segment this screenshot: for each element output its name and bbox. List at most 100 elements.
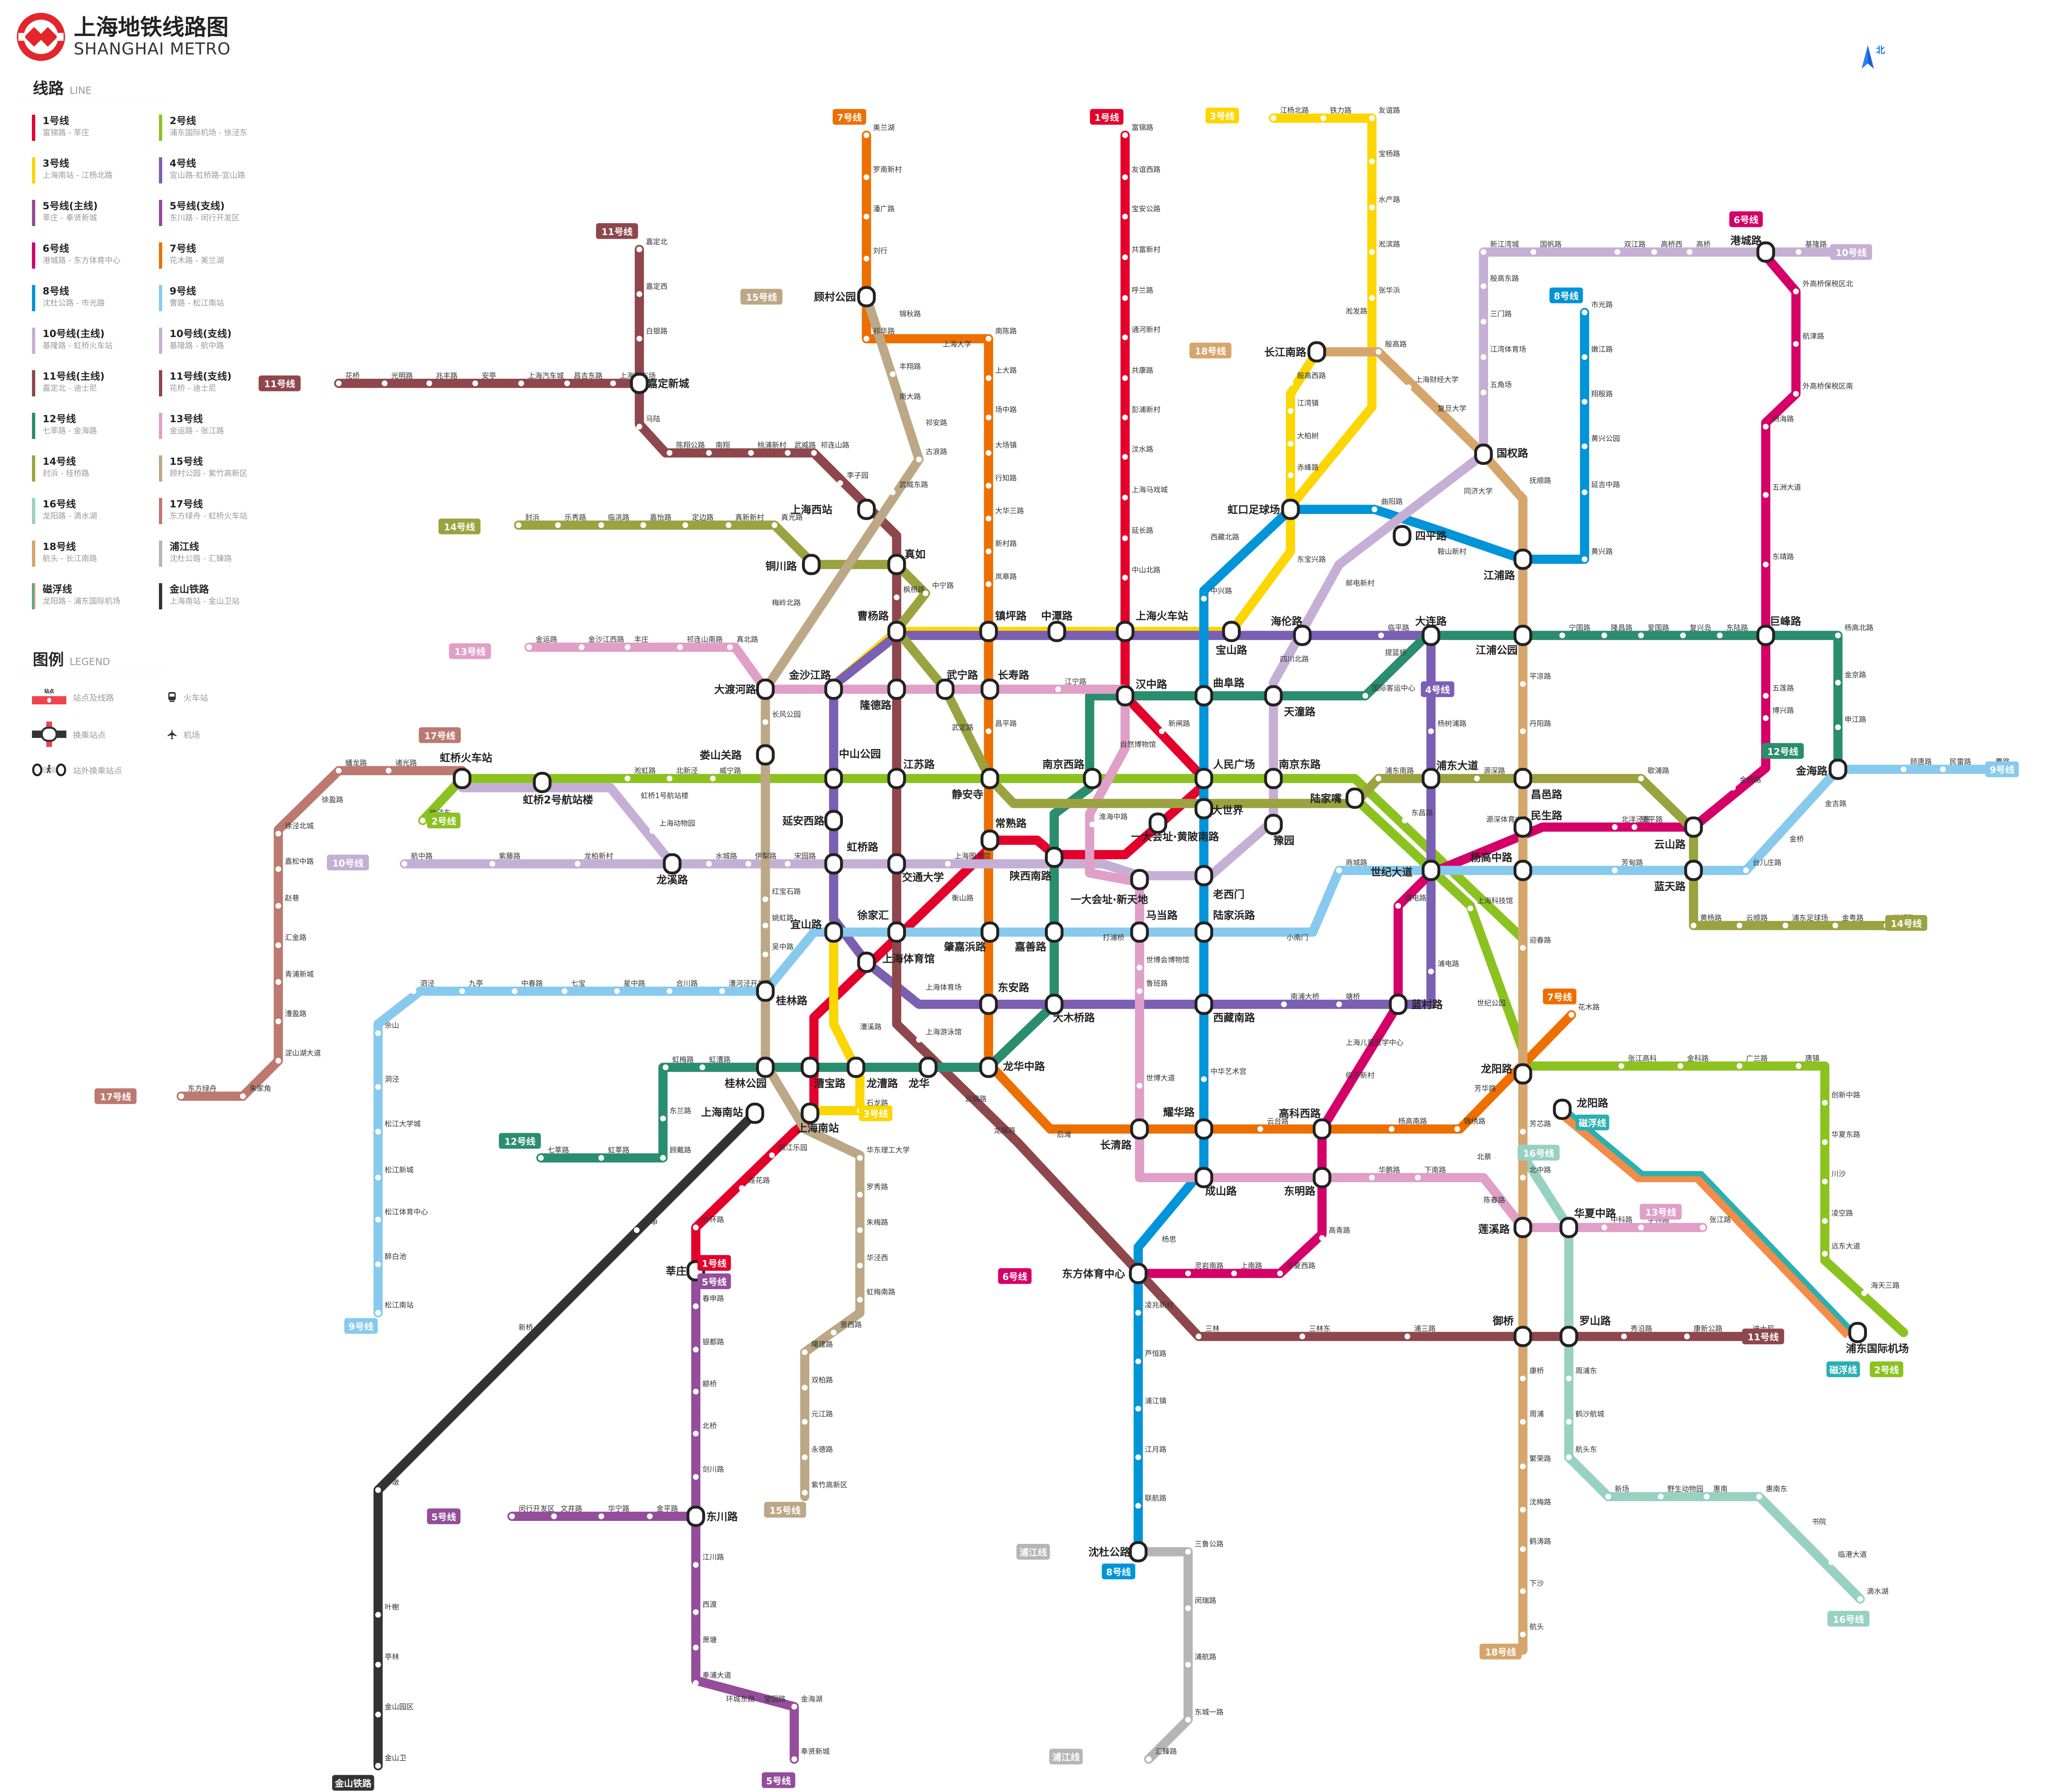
station-dot[interactable] xyxy=(1369,249,1375,255)
station-dot[interactable] xyxy=(1612,867,1618,873)
station-dot[interactable] xyxy=(472,380,478,387)
station-dot[interactable] xyxy=(942,903,948,909)
station-dot[interactable] xyxy=(1467,1008,1473,1014)
station-dot[interactable] xyxy=(1454,1126,1460,1132)
legend-line-item[interactable]: 11号线(支线)花桥 - 迪士尼 xyxy=(159,370,286,396)
station-dot[interactable] xyxy=(660,1115,666,1122)
station-dot[interactable] xyxy=(785,861,791,867)
interchange-station[interactable] xyxy=(1513,768,1532,790)
metro-line-L10[interactable] xyxy=(457,247,1836,880)
interchange-station[interactable] xyxy=(1116,685,1135,707)
station-dot[interactable] xyxy=(985,728,992,734)
station-dot[interactable] xyxy=(1480,249,1486,255)
station-dot[interactable] xyxy=(1743,867,1749,873)
station-dot[interactable] xyxy=(312,804,318,810)
legend-line-item[interactable]: 5号线(支线)东川路 - 闵行开发区 xyxy=(159,200,286,226)
station-dot[interactable] xyxy=(1520,1174,1526,1181)
station-dot[interactable] xyxy=(942,732,948,738)
station-dot[interactable] xyxy=(863,174,870,180)
station-dot[interactable] xyxy=(1428,413,1434,419)
station-dot[interactable] xyxy=(636,423,642,430)
station-dot[interactable] xyxy=(1704,1493,1710,1500)
interchange-station[interactable] xyxy=(1756,624,1775,646)
legend-line-item[interactable]: 12号线七莘路 - 金海路 xyxy=(32,413,159,439)
station-dot[interactable] xyxy=(1336,1001,1342,1007)
interchange-station[interactable] xyxy=(1194,798,1213,819)
station-dot[interactable] xyxy=(785,450,791,456)
station-dot[interactable] xyxy=(1822,1179,1828,1185)
line-badge[interactable] xyxy=(1101,1563,1135,1579)
legend-line-item[interactable]: 17号线东方绿舟 - 虹桥火车站 xyxy=(159,498,286,524)
station-dot[interactable] xyxy=(1122,295,1128,301)
station-dot[interactable] xyxy=(666,776,673,782)
station-dot[interactable] xyxy=(1520,1129,1526,1135)
station-dot[interactable] xyxy=(625,776,631,782)
station-dot[interactable] xyxy=(538,1155,544,1161)
legend-line-item[interactable]: 磁浮线龙阳路 - 浦东国际机场 xyxy=(32,583,159,609)
station-dot[interactable] xyxy=(857,1155,863,1161)
legend-line-item[interactable]: 浦江线沈杜公路 - 汇臻路 xyxy=(159,541,286,567)
station-dot[interactable] xyxy=(375,1310,381,1316)
station-dot[interactable] xyxy=(564,380,570,387)
station-dot[interactable] xyxy=(985,375,992,381)
station-dot[interactable] xyxy=(955,1104,961,1110)
station-dot[interactable] xyxy=(1395,903,1401,909)
interchange-station[interactable] xyxy=(824,679,843,700)
station-dot[interactable] xyxy=(1406,384,1412,390)
station-dot[interactable] xyxy=(375,1261,381,1267)
interchange-station[interactable] xyxy=(1129,1263,1148,1284)
metro-line-L8[interactable] xyxy=(1133,308,1589,1557)
interchange-station[interactable] xyxy=(1307,341,1326,363)
interchange-station[interactable] xyxy=(1389,993,1408,1015)
station-dot[interactable] xyxy=(1369,295,1375,301)
interchange-station[interactable] xyxy=(1264,814,1283,835)
station-dot[interactable] xyxy=(1270,115,1277,121)
station-dot[interactable] xyxy=(551,1513,557,1519)
station-dot[interactable] xyxy=(1336,588,1342,594)
station-dot[interactable] xyxy=(1763,693,1769,699)
station-dot[interactable] xyxy=(1520,485,1526,491)
station-dot[interactable] xyxy=(509,1332,515,1338)
station-dot[interactable] xyxy=(1287,472,1294,478)
interchange-station[interactable] xyxy=(756,980,775,1002)
station-dot[interactable] xyxy=(631,800,637,807)
station-dot[interactable] xyxy=(1287,408,1294,414)
station-dot[interactable] xyxy=(275,903,281,909)
station-dot[interactable] xyxy=(863,213,870,220)
station-dot[interactable] xyxy=(706,861,712,867)
station-dot[interactable] xyxy=(575,861,581,867)
station-dot[interactable] xyxy=(375,1217,381,1223)
interchange-station[interactable] xyxy=(532,772,552,793)
station-dot[interactable] xyxy=(1378,632,1384,638)
station-dot[interactable] xyxy=(693,1562,699,1568)
line-badge[interactable] xyxy=(1827,1611,1870,1627)
station-dot[interactable] xyxy=(710,776,716,782)
station-dot[interactable] xyxy=(1055,686,1061,692)
station-dot[interactable] xyxy=(636,336,642,342)
interchange-station[interactable] xyxy=(756,1057,775,1078)
station-dot[interactable] xyxy=(1614,249,1620,255)
maglev-line-b[interactable] xyxy=(1556,1108,1852,1339)
station-dot[interactable] xyxy=(1146,1756,1152,1762)
station-dot[interactable] xyxy=(1122,174,1128,180)
interchange-station[interactable] xyxy=(1513,860,1532,881)
interchange-station[interactable] xyxy=(1264,768,1283,790)
station-dot[interactable] xyxy=(1581,398,1588,405)
station-dot[interactable] xyxy=(1257,1126,1263,1132)
line-badge[interactable] xyxy=(697,1255,731,1271)
station-dot[interactable] xyxy=(1638,776,1644,782)
station-dot[interactable] xyxy=(1375,657,1382,663)
station-dot[interactable] xyxy=(1601,632,1607,638)
legend-line-item[interactable]: 18号线航头 - 长江南路 xyxy=(32,541,159,567)
station-dot[interactable] xyxy=(375,1487,381,1493)
station-dot[interactable] xyxy=(1467,1161,1473,1168)
station-dot[interactable] xyxy=(1110,749,1116,756)
station-dot[interactable] xyxy=(1122,375,1128,381)
station-dot[interactable] xyxy=(857,1192,863,1198)
station-dot[interactable] xyxy=(1196,1333,1202,1339)
station-dot[interactable] xyxy=(1336,1047,1342,1053)
interchange-station[interactable] xyxy=(1194,865,1213,887)
line-badge[interactable] xyxy=(419,727,461,743)
station-dot[interactable] xyxy=(762,951,768,957)
station-dot[interactable] xyxy=(890,489,896,496)
